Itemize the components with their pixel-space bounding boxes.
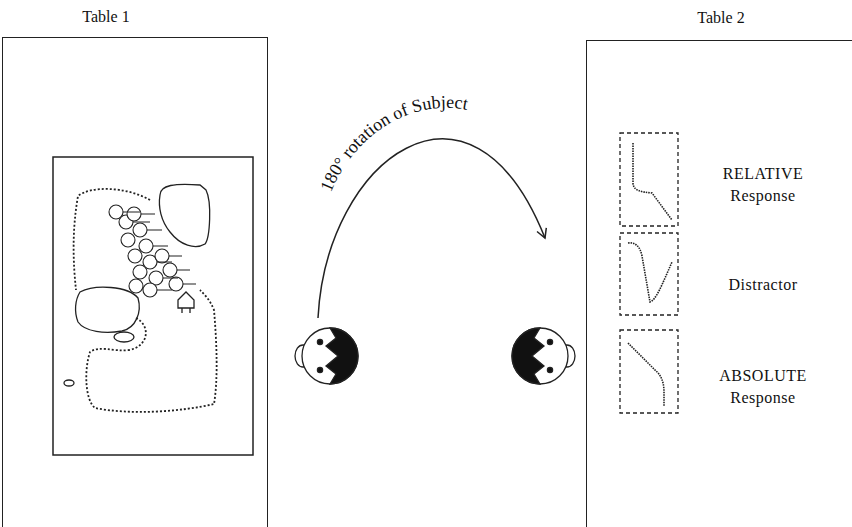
response-card-part <box>620 233 678 315</box>
map-inner-frame <box>53 157 253 455</box>
response-label: RELATIVE Response <box>708 163 818 207</box>
tree-cluster-part <box>133 265 147 279</box>
table-outline: Table 2 <box>586 40 852 527</box>
tree-cluster-part <box>133 223 147 237</box>
subject-head-left-part <box>302 328 358 384</box>
rotation-arrow <box>318 139 545 318</box>
tree-cluster <box>109 205 196 297</box>
tree-cluster-part <box>121 233 135 247</box>
map-features <box>64 184 217 412</box>
map-inner-frame-part <box>53 157 253 455</box>
subject-head-left <box>295 328 358 384</box>
tree-cluster-part <box>128 249 142 263</box>
tree-cluster-part <box>143 283 157 297</box>
response-card <box>620 133 678 413</box>
tree-cluster-part <box>129 279 143 293</box>
tree-cluster-part <box>123 212 196 290</box>
path-drawing-part <box>633 143 672 220</box>
tree-cluster-part <box>139 239 153 253</box>
map-features-part <box>74 189 150 290</box>
response-card-part <box>620 133 678 226</box>
tree-cluster-part <box>155 249 169 263</box>
subject-head-right-part <box>512 328 544 384</box>
path-drawing <box>628 143 672 406</box>
tree-cluster-part <box>163 263 177 277</box>
response-card-part <box>620 330 678 413</box>
subject-head-right-part <box>512 328 568 384</box>
subject-head-right-part <box>547 339 552 344</box>
map-features-part <box>159 184 209 246</box>
subject-head-left-part <box>326 328 358 384</box>
path-drawing-part <box>628 343 664 406</box>
tree-cluster-part <box>169 277 183 291</box>
rotation-arrow-part <box>318 139 545 318</box>
tree-cluster-part <box>127 207 141 221</box>
map-features-part <box>178 292 194 313</box>
table-heading: Table 2 <box>661 9 781 27</box>
path-drawing-part <box>628 243 672 302</box>
rotation-label: 180° rotation of Subject <box>316 92 470 195</box>
subject-head-left-part <box>317 367 322 372</box>
map-features-part <box>114 332 134 342</box>
table-heading: Table 1 <box>46 8 166 26</box>
response-label: ABSOLUTE Response <box>708 365 818 409</box>
subject-head-right <box>512 328 575 384</box>
map-features-part <box>76 287 140 332</box>
response-label: Distractor <box>708 274 818 296</box>
rotation-label-part: 180° rotation of Subject <box>316 92 470 195</box>
subject-head-right-part <box>547 367 552 372</box>
map-features-part <box>64 380 74 386</box>
map-features-part <box>86 290 216 412</box>
table-outline: Table 1 <box>2 37 268 527</box>
subject-head-left-part <box>317 339 322 344</box>
